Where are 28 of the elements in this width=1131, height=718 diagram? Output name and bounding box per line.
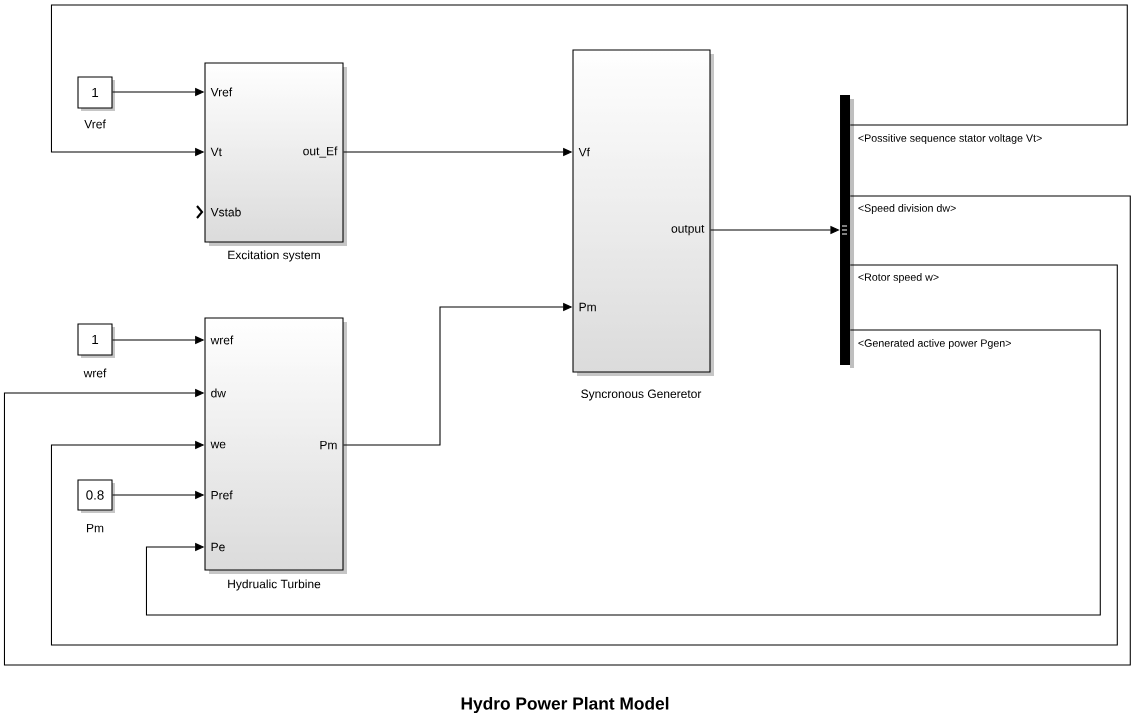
port-label: we [210,441,226,449]
signal-label: <Possitive sequence stator voltage Vt> [856,132,1044,146]
port-label: out_Ef [303,146,338,158]
block-caption: wref [83,368,107,378]
port-label: Pe [211,542,225,552]
port-label: Vt [210,147,222,157]
signal-line [50,264,1118,646]
diagram-caption: Hydro Power Plant Model [461,696,669,714]
block-caption: Excitation system [228,250,320,262]
port-label: wref [210,335,234,345]
port-label: Vref [210,87,233,97]
signal-line [3,195,1131,666]
block-caption: Syncronous Generetor [581,389,702,401]
signal-line [145,329,1101,616]
signal-label: <Generated active power Pgen> [856,337,1013,351]
port-label: Pref [211,490,233,500]
port-label: Vstab [210,207,241,217]
constant-block: 1 [77,323,115,358]
block-caption: Hydrualic Turbine [228,579,321,591]
signal-label: <Rotor speed w> [856,271,941,285]
port-label: Pm [320,440,337,450]
block-caption: Vref [84,119,106,129]
signal-label: <Speed division dw> [856,202,958,216]
block-caption: Pm [87,523,104,533]
constant-block: 0.8 [77,479,115,513]
bus-selector-bar [840,95,854,368]
port-label: dw [211,388,226,398]
constant-block: 1 [77,76,115,111]
